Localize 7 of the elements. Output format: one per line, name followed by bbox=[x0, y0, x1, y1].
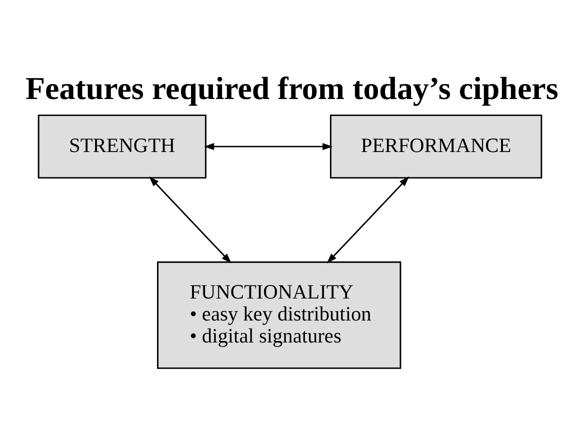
node-box: PERFORMANCE bbox=[330, 114, 542, 179]
arrow bbox=[204, 143, 333, 150]
node-box: STRENGTH bbox=[38, 114, 206, 179]
node-box: FUNCTIONALITY • easy key distribution • digital signatures bbox=[157, 261, 402, 369]
diagram-title: Features required from today’s ciphers bbox=[26, 70, 558, 106]
arrow bbox=[326, 176, 410, 264]
arrow bbox=[149, 176, 232, 264]
